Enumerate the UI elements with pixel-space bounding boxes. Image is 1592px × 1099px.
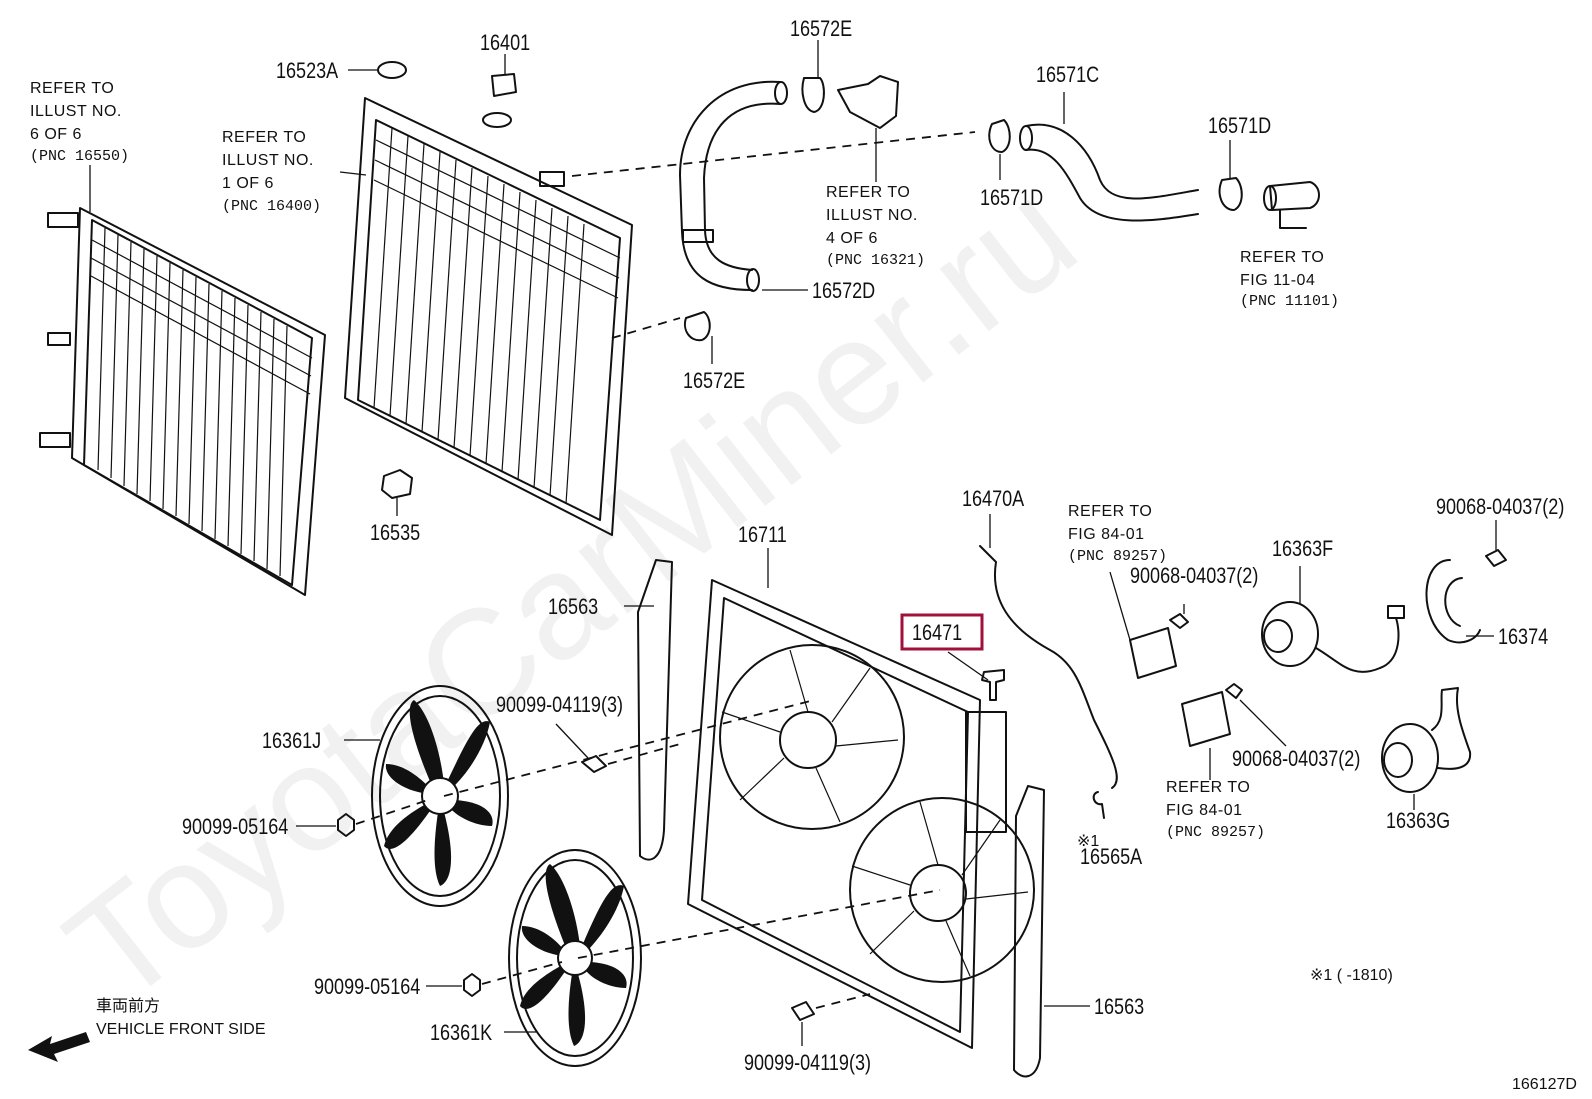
svg-text:16711: 16711 xyxy=(738,523,787,547)
svg-text:16363F: 16363F xyxy=(1272,537,1333,561)
clamp-16571D-left: 16571D xyxy=(980,119,1043,210)
fan-shroud: 16711 xyxy=(687,523,1035,1049)
fan-16361K: 16361K xyxy=(430,849,941,1067)
svg-text:REFER TO: REFER TO xyxy=(826,184,910,201)
ref-89257-b: REFER TO FIG 84-01 (PNC 89257) xyxy=(1166,779,1265,841)
svg-text:90068-04037(2): 90068-04037(2) xyxy=(1130,564,1258,588)
direction-english: VEHICLE FRONT SIDE xyxy=(96,1021,266,1038)
ref-89257-a: REFER TO FIG 84-01 (PNC 89257) xyxy=(1068,503,1167,565)
highlight-box xyxy=(900,613,984,651)
svg-text:16571D: 16571D xyxy=(980,186,1043,210)
svg-text:16563: 16563 xyxy=(548,595,598,619)
svg-text:※1: ※1 xyxy=(1077,833,1099,850)
radiator-cap: 16523A xyxy=(276,59,407,83)
screw-90068-04037-c: 90068-04037(2) xyxy=(1436,495,1564,567)
svg-text:(PNC 11101): (PNC 11101) xyxy=(1240,293,1339,310)
svg-text:16565A: 16565A xyxy=(1080,845,1143,869)
svg-text:REFER TO: REFER TO xyxy=(30,80,114,97)
svg-text:90068-04037(2): 90068-04037(2) xyxy=(1436,495,1564,519)
svg-text:90099-04119(3): 90099-04119(3) xyxy=(744,1051,871,1075)
footnote: ※1 ( -1810) xyxy=(1310,967,1393,984)
drain-plug-16401: 16401 xyxy=(480,31,530,97)
bracket-16471: 16471 xyxy=(900,613,1005,701)
hose-16571C: 16571C xyxy=(1019,63,1199,222)
svg-text:1 OF 6: 1 OF 6 xyxy=(222,175,274,192)
clip-16565A: ※1 16565A xyxy=(1077,791,1143,869)
left-arrow-icon xyxy=(28,1032,90,1062)
svg-text:16572E: 16572E xyxy=(790,17,852,41)
ref-16550: REFER TO ILLUST NO. 6 OF 6 (PNC 16550) xyxy=(30,80,129,165)
svg-text:(PNC 89257): (PNC 89257) xyxy=(1068,548,1167,565)
svg-text:(PNC 89257): (PNC 89257) xyxy=(1166,824,1265,841)
clamp-16572E-top: 16572E xyxy=(790,17,852,113)
direction-japanese: 車両前方 xyxy=(96,997,160,1015)
svg-text:REFER TO: REFER TO xyxy=(1068,503,1152,520)
motor-16363G: 16363G xyxy=(1381,687,1472,833)
upper-hose xyxy=(679,80,788,292)
svg-text:16374: 16374 xyxy=(1498,625,1548,649)
svg-text:16363G: 16363G xyxy=(1386,809,1450,833)
svg-text:(PNC 16321): (PNC 16321) xyxy=(826,252,925,269)
screw-90068-04037-a: 90068-04037(2) xyxy=(1130,564,1258,588)
fan-16361J: 16361J xyxy=(262,685,815,907)
svg-text:16572D: 16572D xyxy=(812,279,875,303)
clamp-16572E-bottom: 16572E xyxy=(683,311,745,393)
svg-text:(PNC 16550): (PNC 16550) xyxy=(30,148,129,165)
thermostat-housing xyxy=(837,75,899,182)
vehicle-front-direction: 車両前方 VEHICLE FRONT SIDE xyxy=(28,997,266,1062)
svg-text:ILLUST NO.: ILLUST NO. xyxy=(222,152,314,169)
svg-text:16401: 16401 xyxy=(480,31,530,55)
relay-upper xyxy=(1109,571,1189,679)
mount-16535: 16535 xyxy=(370,469,420,545)
hose-16572D: 16572D xyxy=(762,279,875,303)
watermark: ToyotaCarMiner.ru xyxy=(36,148,1105,1035)
ref-16321: REFER TO ILLUST NO. 4 OF 6 (PNC 16321) xyxy=(826,184,925,269)
cover-16374: 16374 xyxy=(1425,559,1548,649)
svg-text:4 OF 6: 4 OF 6 xyxy=(826,230,878,247)
ref-11101: REFER TO FIG 11-04 (PNC 11101) xyxy=(1240,249,1339,310)
clamp-16571D-right: 16571D xyxy=(1208,114,1271,211)
ref-16400: REFER TO ILLUST NO. 1 OF 6 (PNC 16400) xyxy=(222,129,321,215)
svg-text:90099-05164: 90099-05164 xyxy=(182,815,288,839)
svg-text:REFER TO: REFER TO xyxy=(1166,779,1250,796)
svg-text:REFER TO: REFER TO xyxy=(222,129,306,146)
diagram-id: 166127D xyxy=(1512,1076,1577,1093)
svg-text:FIG 84-01: FIG 84-01 xyxy=(1166,802,1243,819)
radiator xyxy=(339,97,976,536)
svg-text:16535: 16535 xyxy=(370,521,420,545)
svg-text:16361J: 16361J xyxy=(262,729,321,753)
seal-16563-top: 16563 xyxy=(548,559,673,861)
screw-90068-04037-b: 90068-04037(2) xyxy=(1232,747,1360,771)
svg-text:FIG 84-01: FIG 84-01 xyxy=(1068,526,1145,543)
pipe-fig-11-04 xyxy=(1263,181,1320,229)
svg-text:16470A: 16470A xyxy=(962,487,1025,511)
svg-text:FIG 11-04: FIG 11-04 xyxy=(1240,272,1315,289)
svg-text:REFER TO: REFER TO xyxy=(1240,249,1324,266)
relay-lower xyxy=(1181,683,1287,780)
svg-text:16523A: 16523A xyxy=(276,59,339,83)
nut-90099-05164-bottom: 90099-05164 xyxy=(314,961,563,999)
nut-90099-05164-top: 90099-05164 xyxy=(182,799,429,839)
hose-16470A: 16470A xyxy=(962,487,1118,789)
svg-text:ILLUST NO.: ILLUST NO. xyxy=(826,207,918,224)
seal-16563-bottom: 16563 xyxy=(1013,785,1144,1078)
svg-text:16571D: 16571D xyxy=(1208,114,1271,138)
svg-text:16361K: 16361K xyxy=(430,1021,493,1045)
svg-text:16572E: 16572E xyxy=(683,369,745,393)
svg-text:6 OF 6: 6 OF 6 xyxy=(30,126,82,143)
bolt-90099-04119-top: 90099-04119(3) xyxy=(496,693,681,773)
svg-text:90099-04119(3): 90099-04119(3) xyxy=(496,693,623,717)
svg-text:16471: 16471 xyxy=(912,621,962,645)
svg-text:(PNC 16400): (PNC 16400) xyxy=(222,198,321,215)
bolt-90099-04119-bottom: 90099-04119(3) xyxy=(744,993,871,1075)
svg-text:90099-05164: 90099-05164 xyxy=(314,975,420,999)
svg-text:16571C: 16571C xyxy=(1036,63,1099,87)
svg-text:90068-04037(2): 90068-04037(2) xyxy=(1232,747,1360,771)
condenser xyxy=(39,165,326,596)
motor-16363F: 16363F xyxy=(1261,537,1405,673)
svg-text:16563: 16563 xyxy=(1094,995,1144,1019)
svg-text:ILLUST NO.: ILLUST NO. xyxy=(30,103,122,120)
